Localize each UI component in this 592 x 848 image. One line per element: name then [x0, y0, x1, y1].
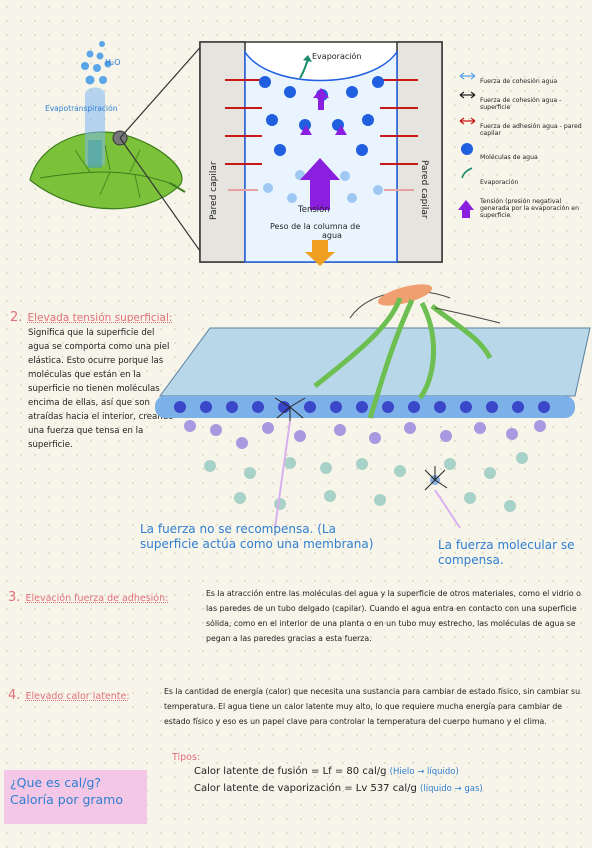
- section4-body: Es la cantidad de energía (calor) que ne…: [164, 687, 581, 726]
- capillary-diagram: [29, 41, 476, 266]
- vapor-note: (líquido → gas): [420, 784, 483, 794]
- wall-left-label: Pared capilar: [209, 161, 219, 220]
- weight-label-line2: agua: [322, 231, 342, 240]
- leaf-illustration: [29, 87, 186, 210]
- wall-right-label: Pared capilar: [419, 160, 429, 219]
- h2o-label: H₂O: [105, 58, 121, 67]
- weight-label-line1: Peso de la columna de: [270, 222, 361, 231]
- section4-heading: 4. Elevado calor latente:: [8, 684, 130, 703]
- note-right: La fuerza molecular se compensa.: [438, 538, 575, 567]
- section2-title: Elevada tensión superficial:: [27, 312, 173, 324]
- legend-label: Moléculas de agua: [480, 153, 538, 161]
- section3-number: 3.: [8, 590, 21, 605]
- legend-item: Tensión (presión negativa) generada por …: [480, 193, 588, 223]
- legend-label: Fuerza de cohesión agua - superficie: [480, 97, 562, 111]
- fusion-formula: Calor latente de fusión = Lf = 80 cal/g: [194, 766, 387, 777]
- legend-item: Moléculas de agua: [480, 143, 588, 171]
- legend-item: Evaporación: [480, 171, 588, 193]
- cal-per-gram-callout: ¿Que es cal/g? Caloría por gramo: [4, 770, 147, 824]
- legend-label: Tensión (presión negativa) generada por …: [480, 197, 580, 219]
- tension-label: Tensión: [298, 205, 330, 215]
- legend-label: Fuerza de cohesión agua: [480, 78, 558, 85]
- callout-answer: Caloría por gramo: [10, 792, 124, 807]
- legend-label: Fuerza de adhesión agua - pared capilar: [480, 123, 582, 137]
- legend: Fuerza de cohesión agua Fuerza de cohesi…: [480, 72, 588, 223]
- callout-question: ¿Que es cal/g?: [10, 775, 102, 790]
- section4-title: Elevado calor latente:: [25, 691, 130, 702]
- section4-number: 4.: [8, 688, 21, 703]
- legend-item: Fuerza de cohesión agua: [480, 72, 588, 91]
- section3-title: Elevación fuerza de adhesión:: [25, 593, 169, 604]
- legend-item: Fuerza de adhesión agua - pared capilar: [480, 117, 588, 143]
- section3-heading: 3. Elevación fuerza de adhesión:: [8, 586, 168, 605]
- evapotranspiration-label: Evapotranspiración: [45, 104, 118, 113]
- legend-item: Fuerza de cohesión agua - superficie: [480, 91, 588, 117]
- section2-number: 2.: [10, 310, 23, 325]
- note-left: La fuerza no se recompensa. (La superfic…: [140, 522, 374, 551]
- water-droplets: [81, 41, 112, 85]
- section2-heading: 2. Elevada tensión superficial:: [10, 306, 172, 325]
- capillary-tube: [199, 41, 443, 266]
- types-label: Tipos:: [172, 752, 201, 763]
- weight-label: Peso de la columna de agua: [270, 222, 360, 240]
- fusion-note: (Hielo → líquido): [389, 767, 459, 777]
- section3-body: Es la atracción entre las moléculas del …: [206, 589, 581, 643]
- vapor-row: Calor latente de vaporización = Lv 537 c…: [194, 783, 483, 794]
- legend-label: Evaporación: [480, 178, 519, 186]
- mosquito-illustration: [313, 284, 501, 419]
- evaporation-label: Evaporación: [312, 52, 362, 61]
- surface-tension-diagram: [155, 284, 591, 529]
- section2-body: Significa que la superficie del agua se …: [28, 328, 174, 450]
- legend-icons: [458, 72, 476, 218]
- vapor-formula: Calor latente de vaporización = Lv 537 c…: [194, 783, 417, 794]
- fusion-row: Calor latente de fusión = Lf = 80 cal/g …: [194, 766, 459, 777]
